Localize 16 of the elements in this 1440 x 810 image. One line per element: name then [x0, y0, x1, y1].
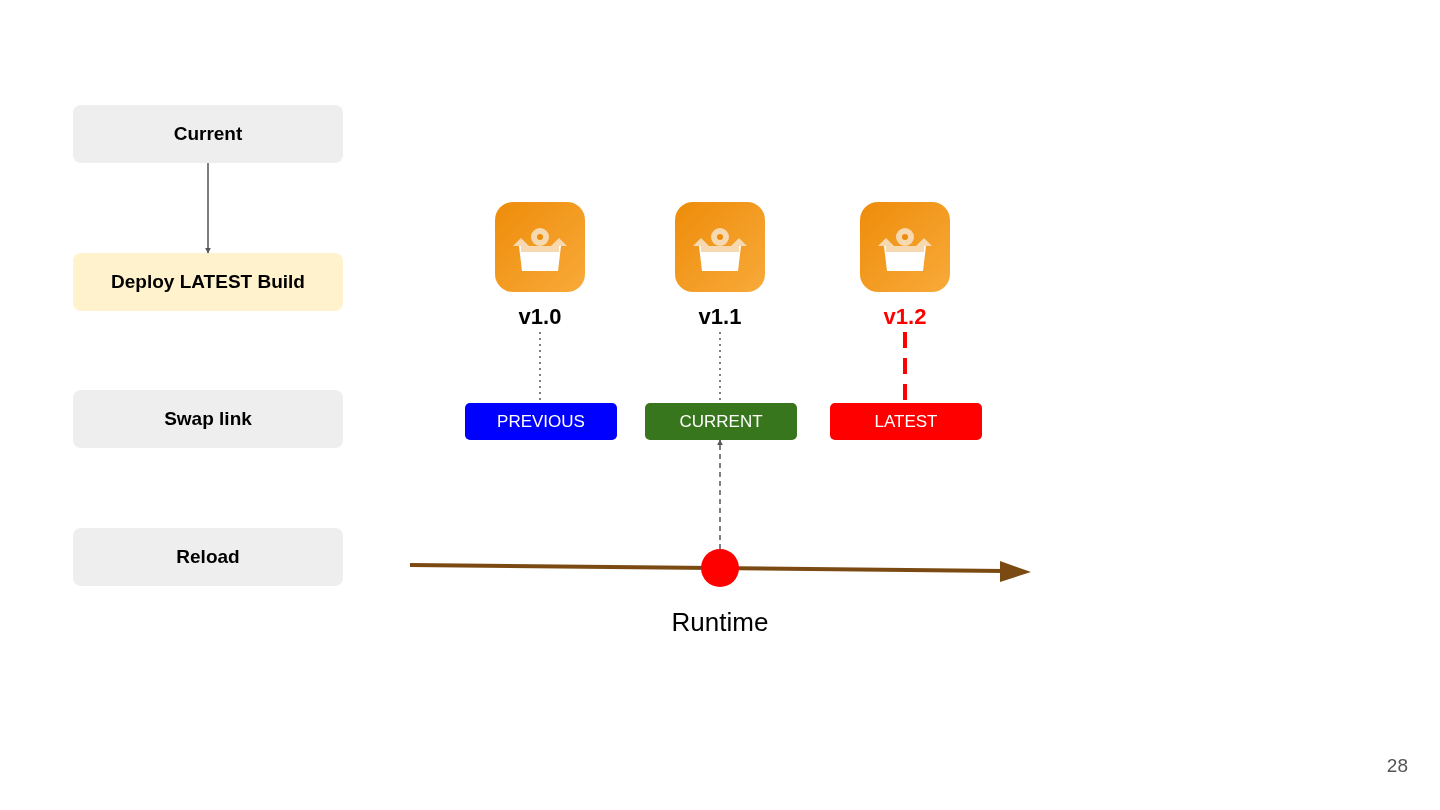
- step-box: Current: [73, 105, 343, 163]
- step-box: Swap link: [73, 390, 343, 448]
- connector-line: [903, 332, 907, 403]
- arrow: [205, 162, 211, 254]
- tag-box: PREVIOUS: [465, 403, 617, 440]
- version-label: v1.1: [680, 302, 760, 332]
- caption-text: Runtime: [670, 607, 770, 638]
- step-box: Deploy LATEST Build: [73, 253, 343, 311]
- runtime-dot: [701, 549, 739, 587]
- version-label: v1.0: [500, 302, 580, 332]
- arrow: [717, 439, 723, 550]
- version-label: v1.2: [865, 302, 945, 332]
- tag-box: CURRENT: [645, 403, 797, 440]
- step-box: Reload: [73, 528, 343, 586]
- page-number: 28: [1386, 755, 1408, 777]
- tag-box: LATEST: [830, 403, 982, 440]
